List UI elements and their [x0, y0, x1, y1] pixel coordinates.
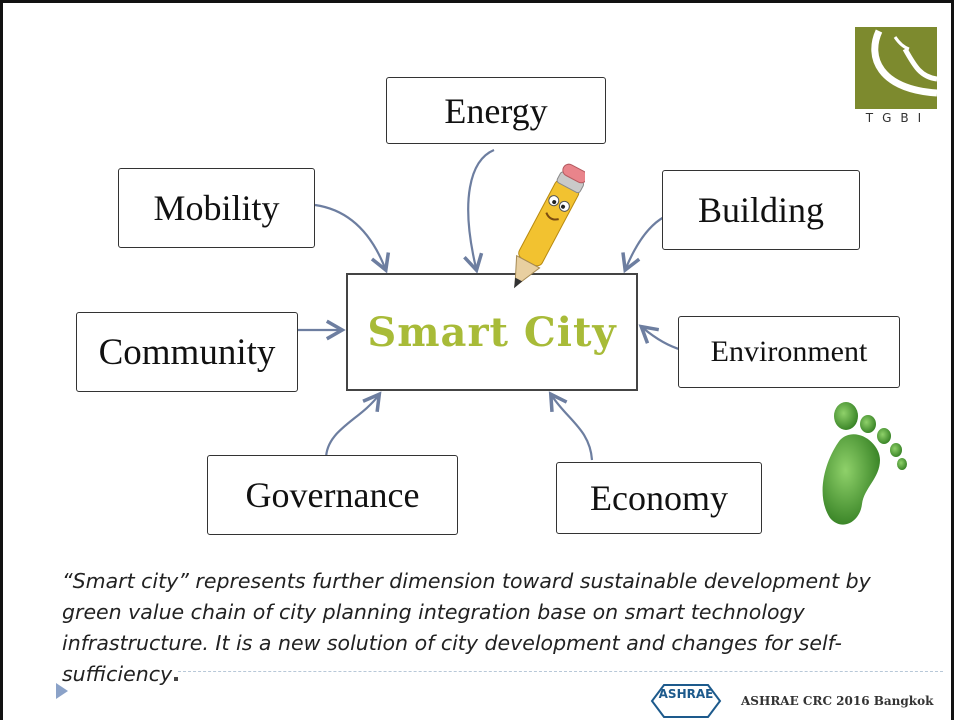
node-environment-label: Environment [710, 335, 868, 368]
arrow-building [621, 216, 665, 274]
tgbi-logo: TGBI [855, 27, 941, 131]
smart-city-center-box: Smart City [346, 273, 638, 391]
node-community-label: Community [98, 331, 276, 373]
ashrae-logo: ASHRAE [650, 683, 722, 719]
tgbi-logo-mark [855, 27, 937, 109]
tgbi-logo-text: TGBI [865, 111, 931, 125]
node-economy-label: Economy [590, 478, 728, 518]
caption-text: “Smart city” represents further dimensio… [62, 566, 892, 690]
caption-period-dot [174, 677, 179, 681]
node-mobility-label: Mobility [153, 188, 280, 228]
node-energy-label: Energy [444, 90, 548, 131]
node-environment: Environment [678, 316, 900, 388]
footer-conference-label: ASHRAE CRC 2016 Bangkok [741, 694, 934, 708]
arrow-mobility [314, 203, 391, 274]
node-building: Building [662, 170, 860, 250]
arrow-governance [324, 391, 382, 460]
ashrae-logo-text: ASHRAE [658, 687, 714, 701]
slide-frame-left [0, 0, 3, 720]
node-energy: Energy [386, 77, 606, 144]
node-governance-label: Governance [245, 475, 420, 515]
slide-frame-right [951, 0, 954, 720]
smart-city-title: Smart City [367, 308, 617, 356]
slide-frame-top [0, 0, 954, 3]
node-governance: Governance [207, 455, 458, 535]
node-community: Community [76, 312, 298, 392]
node-mobility: Mobility [118, 168, 315, 248]
arrow-energy [463, 148, 495, 274]
green-footprint-icon [822, 402, 907, 525]
ashrae-logo-hexagon [650, 684, 722, 718]
pencil-mascot-icon [514, 163, 585, 289]
caption-body: “Smart city” represents further dimensio… [62, 569, 871, 686]
footer-bullet-triangle-icon [56, 683, 68, 699]
footer-divider [178, 671, 943, 672]
arrow-environment [638, 324, 683, 352]
node-economy: Economy [556, 462, 762, 534]
arrow-economy [548, 391, 594, 461]
node-building-label: Building [697, 190, 825, 230]
